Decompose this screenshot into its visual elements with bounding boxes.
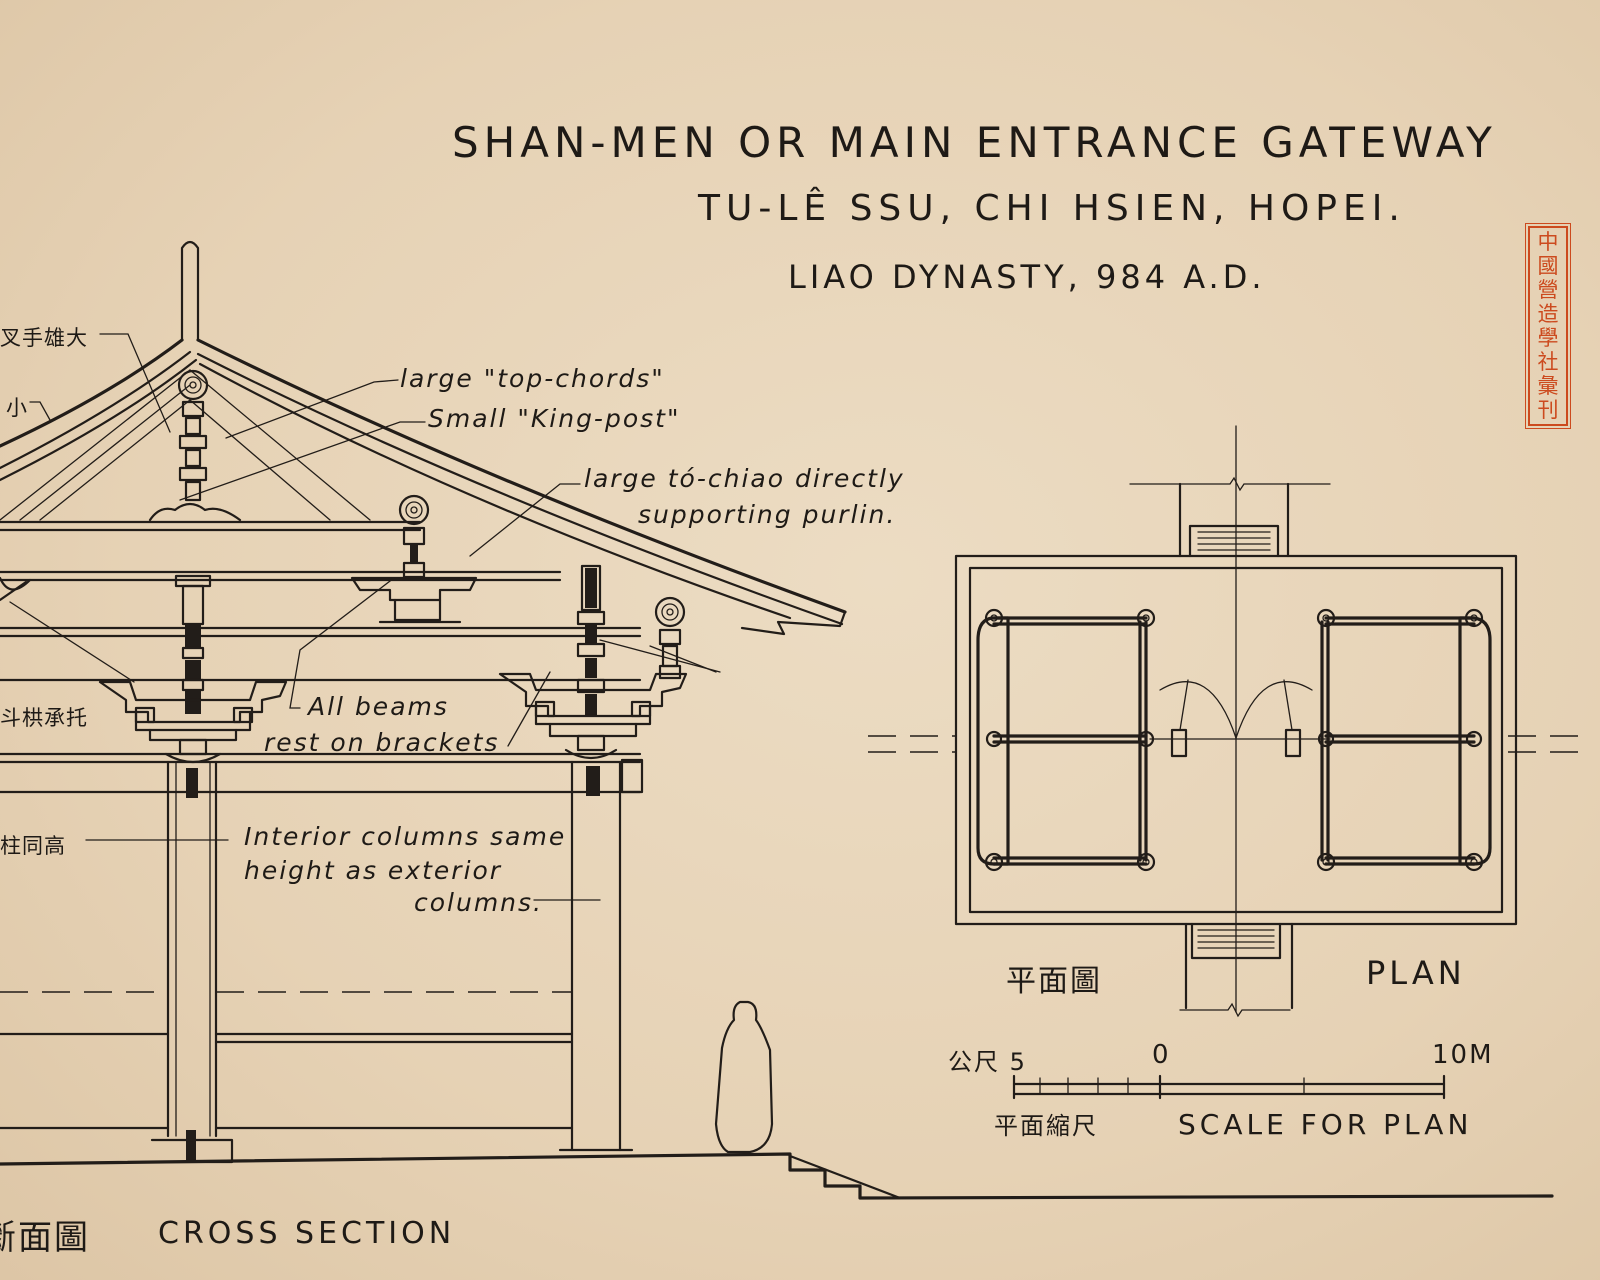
drawing-title-line-1: SHAN-MEN OR MAIN ENTRANCE GATEWAY xyxy=(452,118,1497,167)
note-beams-line-1: All beams xyxy=(308,692,449,721)
cross-section-drawing xyxy=(0,240,1554,1200)
cross-section-label-cjk: 斷面圖 xyxy=(0,1218,90,1258)
note-cjk-column: 柱同高 xyxy=(0,834,66,858)
note-cjk-bracket: 斗栱承托 xyxy=(0,706,88,730)
scale-right-label: 10M xyxy=(1432,1040,1494,1070)
seal-char: 中 xyxy=(1537,230,1559,254)
seal-char: 彙 xyxy=(1537,374,1559,398)
scale-label-cjk: 平面縮尺 xyxy=(994,1112,1098,1140)
seal-char: 國 xyxy=(1537,254,1559,278)
seal-char: 造 xyxy=(1537,302,1559,326)
note-cjk-top: 叉手雄大 xyxy=(0,326,88,350)
society-seal-stamp: 中 國 營 造 學 社 彙 刊 xyxy=(1525,223,1571,429)
note-tochiao-line-1: large tó-chiao directly xyxy=(584,464,905,493)
note-beams-line-2: rest on brackets xyxy=(264,728,500,757)
seal-char: 營 xyxy=(1537,278,1559,302)
note-tochiao-line-2: supporting purlin. xyxy=(638,500,897,529)
scale-label-en: SCALE FOR PLAN xyxy=(1178,1108,1473,1141)
drawing-title-line-2: TU-LÊ SSU, CHI HSIEN, HOPEI. xyxy=(698,188,1406,229)
drawing-title-line-3: LIAO DYNASTY, 984 A.D. xyxy=(788,258,1266,296)
seal-char: 社 xyxy=(1537,350,1559,374)
plan-drawing xyxy=(868,425,1592,1018)
plan-label-en: PLAN xyxy=(1366,954,1466,992)
note-columns-line-3: columns. xyxy=(414,888,544,917)
scale-zero-label: 0 xyxy=(1152,1040,1171,1070)
note-columns-line-1: Interior columns same xyxy=(244,822,567,851)
note-cjk-upper: 小 xyxy=(6,396,28,420)
plan-label-cjk: 平面圖 xyxy=(1006,964,1102,999)
scale-bar xyxy=(1012,1074,1446,1100)
seal-char: 刊 xyxy=(1537,398,1559,422)
scale-left-label: 公尺 5 xyxy=(948,1048,1027,1076)
note-king-post: Small "King-post" xyxy=(428,404,681,433)
cross-section-label-en: CROSS SECTION xyxy=(158,1216,456,1251)
note-columns-line-2: height as exterior xyxy=(244,856,503,885)
note-top-chords: large "top-chords" xyxy=(400,364,665,393)
seal-char: 學 xyxy=(1537,326,1559,350)
